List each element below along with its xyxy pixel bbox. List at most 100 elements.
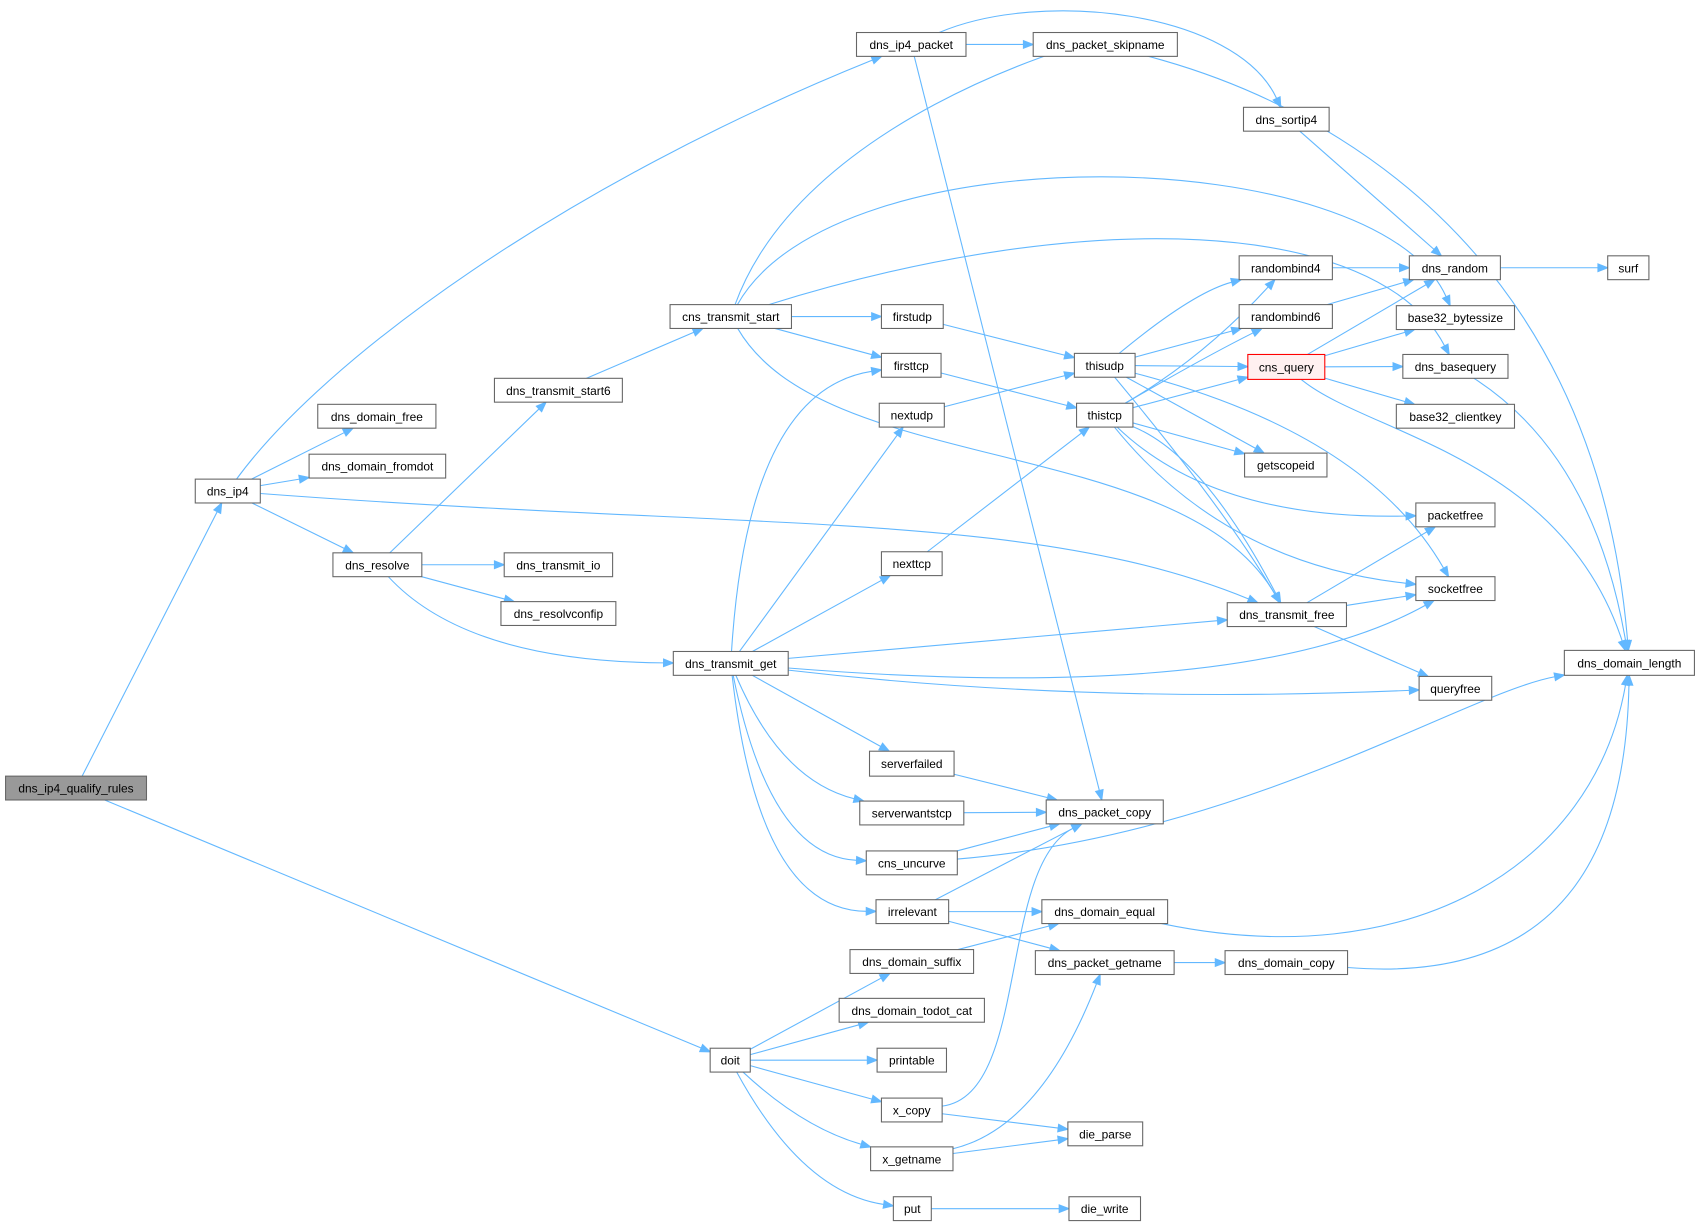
edge-firsttcp-to-thistcp	[940, 372, 1079, 410]
node-box	[332, 552, 423, 578]
arrowhead-icon	[1405, 511, 1418, 521]
node-dns-domain-suffix[interactable]: dns_domain_suffix	[849, 949, 975, 974]
edge-line	[752, 579, 882, 652]
arrowhead-icon	[1216, 616, 1229, 626]
node-dns-sortip4[interactable]: dns_sortip4	[1242, 106, 1330, 132]
node-dns-transmit-get[interactable]: dns_transmit_get	[672, 650, 789, 676]
node-nextudp[interactable]: nextudp	[878, 402, 945, 428]
edge-line	[1134, 330, 1233, 358]
node-box	[1032, 31, 1178, 57]
node-randombind4[interactable]: randombind4	[1238, 255, 1333, 281]
arrowhead-icon	[1246, 594, 1260, 604]
edge-line	[389, 408, 540, 554]
arrowhead-icon	[1404, 591, 1418, 601]
node-thistcp[interactable]: thistcp	[1076, 402, 1134, 428]
node-box	[1076, 402, 1134, 428]
node-box	[892, 1196, 932, 1222]
node-x-getname[interactable]: x_getname	[870, 1146, 954, 1172]
node-dns-domain-length[interactable]: dns_domain_length	[1563, 649, 1695, 676]
arrowhead-icon	[1230, 277, 1243, 287]
node-base32-bytessize[interactable]: base32_bytessize	[1395, 305, 1516, 331]
node-queryfree[interactable]: queryfree	[1418, 675, 1493, 701]
node-dns-transmit-io[interactable]: dns_transmit_io	[503, 552, 614, 578]
node-box	[1244, 452, 1328, 478]
edge-dns_resolve-to-dns_transmit_io	[421, 560, 506, 570]
arrowhead-icon	[893, 425, 904, 439]
node-dns-domain-free[interactable]: dns_domain_free	[317, 403, 437, 429]
node-serverwantstcp[interactable]: serverwantstcp	[859, 800, 965, 826]
node-dns-domain-copy[interactable]: dns_domain_copy	[1224, 950, 1349, 976]
node-dns-random[interactable]: dns_random	[1408, 255, 1501, 281]
arrowhead-icon	[1214, 958, 1227, 968]
node-box	[1415, 576, 1496, 602]
node-label: dns_domain_equal	[1054, 905, 1155, 919]
node-put[interactable]: put	[892, 1196, 932, 1222]
edge-line	[750, 1024, 860, 1056]
edge-line	[952, 983, 1098, 1150]
node-box	[1034, 950, 1175, 976]
edge-doit-to-dns_domain_todot_cat	[750, 1020, 870, 1056]
edge-randombind6-to-dns_random	[1326, 278, 1415, 306]
node-box	[878, 402, 945, 428]
node-surf[interactable]: surf	[1607, 255, 1650, 281]
node-base32-clientkey[interactable]: base32_clientkey	[1395, 403, 1516, 429]
node-dns-resolvconfip[interactable]: dns_resolvconfip	[500, 601, 617, 627]
node-dns-basequery[interactable]: dns_basequery	[1402, 353, 1509, 379]
edge-thisudp-to-dns_transmit_free	[1114, 376, 1281, 604]
node-doit[interactable]: doit	[709, 1047, 751, 1073]
node-printable[interactable]: printable	[876, 1047, 948, 1073]
arrowhead-icon	[1058, 1204, 1071, 1214]
node-dns-transmit-start6[interactable]: dns_transmit_start6	[493, 377, 623, 403]
node-box	[859, 800, 965, 826]
node-randombind6[interactable]: randombind6	[1238, 304, 1333, 329]
node-die-parse[interactable]: die_parse	[1067, 1121, 1144, 1147]
node-dns-domain-equal[interactable]: dns_domain_equal	[1041, 899, 1169, 925]
arrowhead-icon	[1271, 591, 1282, 605]
edge-line	[953, 773, 1048, 799]
node-label: getscopeid	[1257, 459, 1315, 473]
node-dns-domain-todot-cat[interactable]: dns_domain_todot_cat	[838, 997, 985, 1023]
edge-line	[251, 432, 345, 480]
node-firsttcp[interactable]: firsttcp	[880, 352, 942, 378]
node-box	[876, 1047, 948, 1073]
node-label: dns_ip4	[207, 485, 249, 499]
node-cns-transmit-start[interactable]: cns_transmit_start	[669, 304, 793, 329]
arrowhead-icon	[878, 972, 892, 983]
node-cns-query[interactable]: cns_query	[1247, 353, 1326, 380]
node-packetfree[interactable]: packetfree	[1415, 502, 1496, 528]
node-die-write[interactable]: die_write	[1068, 1196, 1142, 1222]
arrowhead-icon	[1423, 278, 1436, 289]
node-dns-ip4-packet[interactable]: dns_ip4_packet	[855, 31, 967, 57]
node-dns-packet-copy[interactable]: dns_packet_copy	[1045, 799, 1164, 825]
node-dns-domain-fromdot[interactable]: dns_domain_fromdot	[308, 453, 447, 479]
node-dns-ip4[interactable]: dns_ip4	[194, 478, 261, 504]
node-dns-packet-skipname[interactable]: dns_packet_skipname	[1032, 31, 1178, 57]
node-box	[1226, 602, 1348, 628]
arrowhead-icon	[1057, 1135, 1070, 1145]
node-label: printable	[889, 1054, 935, 1068]
node-dns-packet-getname[interactable]: dns_packet_getname	[1034, 950, 1175, 976]
arrowhead-icon	[1264, 278, 1276, 291]
edge-dns_transmit_get-to-irrelevant	[731, 675, 878, 916]
edge-cns_transmit_start-to-dns_basequery	[768, 238, 1450, 356]
node-label: serverwantstcp	[872, 807, 952, 821]
arrowhead-icon	[1233, 446, 1247, 456]
node-dns-ip4-qualify-rules[interactable]: dns_ip4_qualify_rules	[5, 775, 148, 801]
node-getscopeid[interactable]: getscopeid	[1244, 452, 1328, 478]
node-dns-transmit-free[interactable]: dns_transmit_free	[1226, 602, 1348, 628]
node-firstudp[interactable]: firstudp	[880, 304, 944, 329]
node-cns-uncurve[interactable]: cns_uncurve	[865, 850, 958, 876]
node-box	[1041, 899, 1169, 925]
node-box	[669, 304, 793, 329]
node-serverfailed[interactable]: serverfailed	[868, 750, 955, 777]
node-thisudp[interactable]: thisudp	[1073, 352, 1136, 378]
node-nexttcp[interactable]: nexttcp	[880, 551, 943, 577]
node-dns-resolve[interactable]: dns_resolve	[332, 552, 423, 578]
arrowhead-icon	[1022, 39, 1035, 50]
node-socketfree[interactable]: socketfree	[1415, 576, 1496, 602]
edge-line	[736, 176, 1447, 305]
node-irrelevant[interactable]: irrelevant	[875, 899, 950, 925]
node-x-copy[interactable]: x_copy	[880, 1097, 943, 1123]
arrowhead-icon	[1078, 426, 1091, 438]
edge-thistcp-to-randombind4	[1124, 278, 1276, 404]
